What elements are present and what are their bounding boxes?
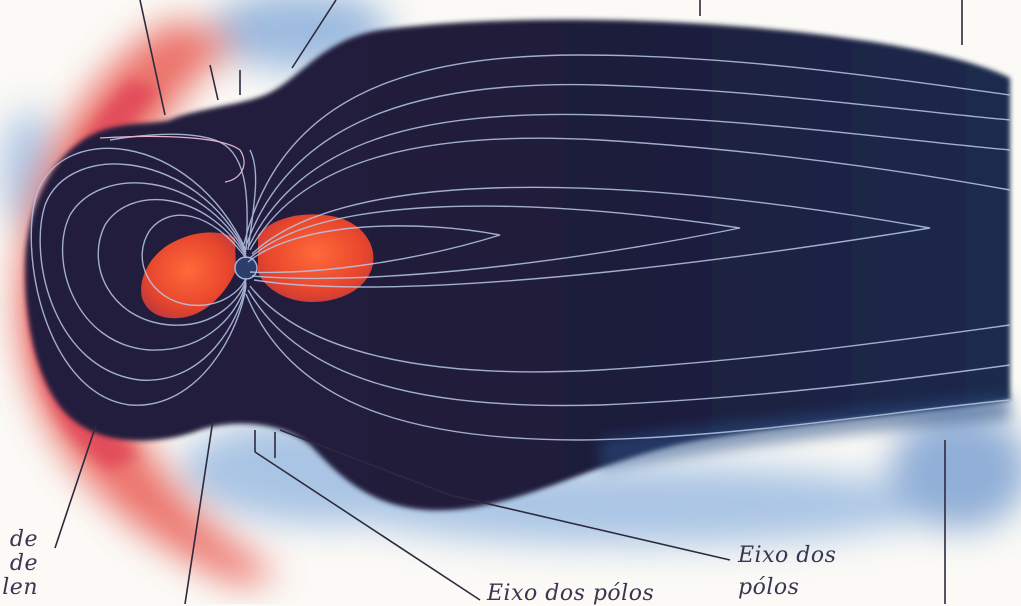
label-left-line-2: de bbox=[0, 552, 38, 576]
label-left-partial: de de len bbox=[0, 528, 38, 600]
label-right-line-2: pólos bbox=[738, 572, 836, 604]
label-right-line-1: Eixo dos bbox=[738, 540, 836, 572]
label-left-line-3: len bbox=[0, 576, 38, 600]
label-eixo-dos-polos-center: Eixo dos pólos bbox=[487, 582, 654, 606]
label-left-line-1: de bbox=[0, 528, 38, 552]
label-eixo-dos-polos-right: Eixo dos pólos bbox=[738, 540, 836, 604]
